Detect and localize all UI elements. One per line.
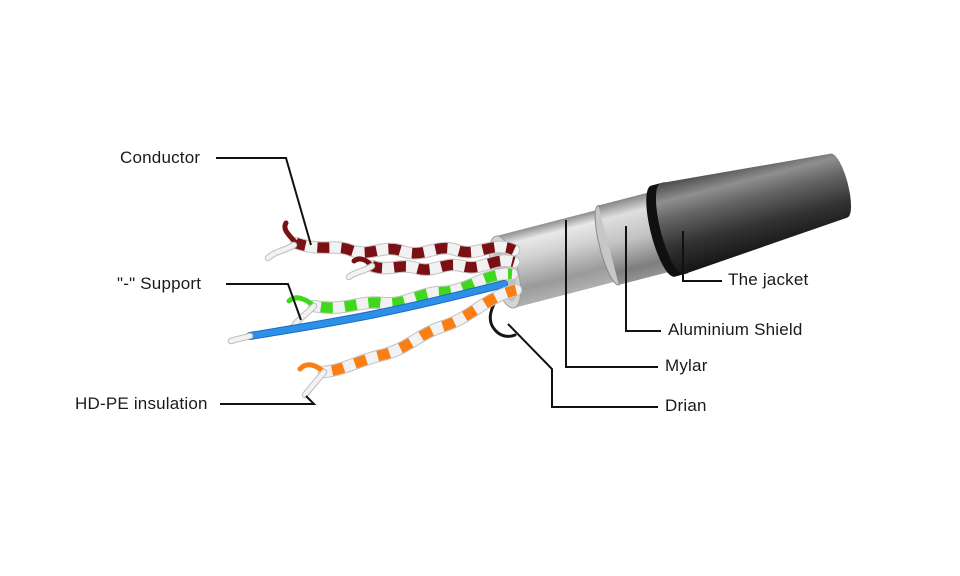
twisted-pair-brown-top <box>264 220 521 262</box>
label-aluminium-shield: Aluminium Shield <box>668 320 803 339</box>
hdpe-leader-line <box>220 395 317 405</box>
brown-wire-fray <box>282 220 299 246</box>
conductor-leader-line <box>216 157 312 246</box>
support-leader-line <box>226 283 302 321</box>
label-hdpe-insulation: HD-PE insulation <box>75 394 208 413</box>
twisted-pair-orange <box>297 283 523 399</box>
label-mylar: Mylar <box>665 356 708 375</box>
drian-leader-line <box>507 323 658 408</box>
label-jacket: The jacket <box>728 270 809 289</box>
support-wire-blue <box>227 280 508 345</box>
cable-mylar-sheath <box>495 209 618 308</box>
orange-wire-fray <box>297 362 327 375</box>
label-conductor: Conductor <box>120 148 201 167</box>
blue-wire-tip <box>228 333 253 344</box>
twisted-pair-brown-short <box>345 254 521 281</box>
cable-jacket <box>655 153 852 275</box>
white-wire-fray <box>302 369 327 398</box>
white-wire-fray <box>265 242 297 261</box>
shield-leader-line <box>625 226 661 332</box>
label-support: "-" Support <box>117 274 202 293</box>
jacket-leader-line <box>682 231 722 282</box>
cable-body <box>488 153 852 309</box>
white-wire-fray <box>346 263 375 280</box>
label-drian: Drian <box>665 396 707 415</box>
mylar-leader-line <box>565 220 658 368</box>
